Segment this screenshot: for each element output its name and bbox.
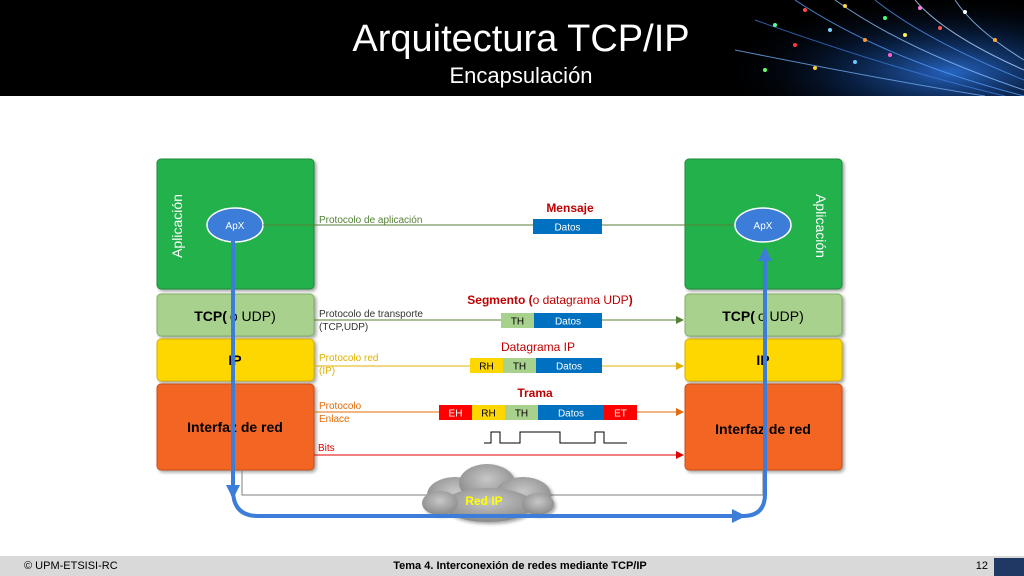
message-data-text: Datos (554, 223, 580, 234)
frame-label: Trama (517, 386, 553, 400)
frame-et-field (604, 405, 637, 420)
datagram-rh-text: RH (479, 362, 493, 373)
app-protocol-label: Protocolo de aplicación (319, 215, 422, 226)
message-data-field (533, 219, 602, 234)
right-host-stack: Aplicación ApX TCP(o UDP) IP Interfaz de… (684, 158, 843, 471)
frame-eh-field (439, 405, 472, 420)
bits-label: Bits (318, 443, 335, 454)
data-flow-bottom-path (231, 489, 746, 523)
pdu-datagram: Datagrama IP RH TH Datos (470, 340, 602, 373)
left-apx-label: ApX (226, 221, 245, 232)
page-title: Arquitectura TCP/IP (352, 18, 690, 60)
frame-et-text: ET (614, 409, 627, 420)
footer-corner-block (994, 558, 1024, 576)
bit-signal-waveform (484, 431, 627, 444)
page-subtitle: Encapsulación (449, 63, 593, 88)
right-apx-label: ApX (754, 221, 773, 232)
pdu-message: Mensaje Datos (533, 201, 602, 234)
frame-rh-text: RH (481, 409, 495, 420)
ip-network-label: Red IP (465, 494, 502, 508)
frame-th-field (505, 405, 538, 420)
pdu-frame: Trama EH RH TH Datos ET (439, 386, 637, 420)
left-transport-layer (156, 293, 315, 337)
right-apx-process (734, 207, 792, 243)
datagram-label: Datagrama IP (501, 340, 575, 354)
datagram-th-field (503, 358, 536, 373)
footer-topic: Tema 4. Interconexión de redes mediante … (393, 560, 647, 572)
segment-th-field (501, 313, 534, 328)
data-flow-up-arrow (742, 247, 772, 518)
transport-protocol-label-2: (TCP,UDP) (319, 322, 368, 333)
right-app-label: Aplicación (813, 194, 829, 258)
left-host-stack: Aplicación ApX TCP(o UDP) IP Interfaz de… (156, 158, 315, 471)
frame-eh-text: EH (449, 409, 463, 420)
datagram-rh-field (470, 358, 503, 373)
page-number: 12 (975, 560, 988, 572)
frame-data-text: Datos (558, 409, 584, 420)
segment-data-field (534, 313, 602, 328)
frame-rh-field (472, 405, 505, 420)
network-protocol-label-1: Protocolo red (319, 353, 378, 364)
segment-th-text: TH (511, 317, 524, 328)
left-app-label: Aplicación (169, 194, 185, 258)
left-network-layer (156, 338, 315, 382)
frame-data-field (538, 405, 604, 420)
left-link-layer (156, 383, 315, 471)
ip-network-cloud (422, 464, 554, 522)
right-transport-label: TCP(o UDP) (722, 308, 804, 324)
pdu-segment: Segmento (o datagrama UDP) TH Datos (467, 293, 633, 328)
link-protocol-label-2: Enlace (319, 414, 350, 425)
segment-label: Segmento (o datagrama UDP) (467, 293, 632, 307)
footer-copyright: © UPM-ETSISI-RC (24, 560, 118, 572)
footer-bar: © UPM-ETSISI-RC Tema 4. Interconexión de… (0, 556, 1024, 576)
title-bar: Arquitectura TCP/IP Encapsulación (0, 0, 1024, 96)
message-label: Mensaje (546, 201, 594, 215)
datagram-data-text: Datos (556, 362, 582, 373)
transport-protocol-label-1: Protocolo de transporte (319, 309, 423, 320)
fiber-optic-image (735, 0, 1024, 96)
left-transport-label: TCP(o UDP) (194, 308, 276, 324)
segment-data-text: Datos (555, 317, 581, 328)
encapsulation-diagram: Aplicación ApX TCP(o UDP) IP Interfaz de… (156, 158, 843, 523)
network-protocol-label-2: (IP) (319, 366, 335, 377)
datagram-data-field (536, 358, 602, 373)
link-protocol-label-1: Protocolo (319, 401, 362, 412)
frame-th-text: TH (515, 409, 528, 420)
datagram-th-text: TH (513, 362, 526, 373)
